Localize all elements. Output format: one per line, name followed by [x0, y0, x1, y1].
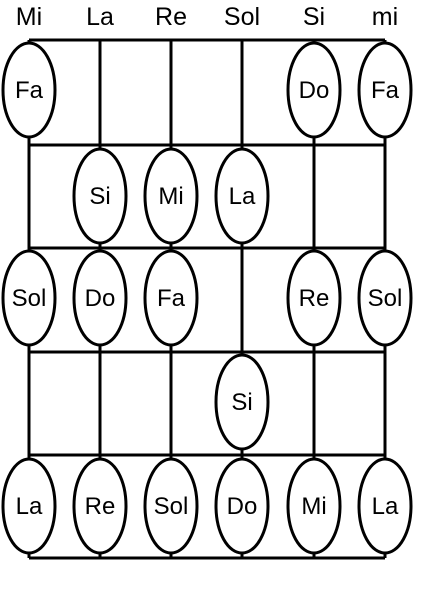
note-label: Mi — [301, 493, 326, 520]
note-label: Do — [227, 493, 258, 520]
note-label: La — [16, 493, 43, 520]
note-fret3-string3: Fa — [143, 249, 199, 347]
note-label: Si — [89, 183, 110, 210]
note-label: Sol — [154, 493, 189, 520]
note-fret3-string2: Do — [72, 249, 128, 347]
note-fret3-string6: Sol — [357, 249, 413, 347]
note-fret3-string1: Sol — [1, 249, 57, 347]
string-label-2: La — [86, 3, 114, 31]
string-labels: Mi La Re Sol Si mi — [16, 3, 398, 31]
note-label: Re — [299, 285, 330, 312]
note-ellipse — [214, 457, 270, 555]
note-label: Sol — [368, 285, 403, 312]
note-ellipse — [1, 457, 57, 555]
string-label-4: Sol — [224, 3, 260, 31]
note-fret1-string1: Fa — [1, 41, 57, 139]
note-ellipse — [214, 353, 270, 451]
note-fret1-string6: Fa — [357, 41, 413, 139]
note-label: Do — [85, 285, 116, 312]
note-ellipse — [72, 249, 128, 347]
note-fret5-string3: Sol — [143, 457, 199, 555]
note-ellipse — [72, 147, 128, 245]
note-label: Re — [85, 493, 116, 520]
string-label-1: Mi — [16, 3, 42, 31]
note-fret5-string6: La — [357, 457, 413, 555]
note-fret3-string5: Re — [286, 249, 342, 347]
note-fret2-string3: Mi — [143, 147, 199, 245]
note-label: Do — [299, 77, 330, 104]
note-ellipse — [286, 249, 342, 347]
string-label-6: mi — [372, 3, 398, 31]
note-fret5-string1: La — [1, 457, 57, 555]
note-label: La — [229, 183, 256, 210]
note-ellipse — [143, 147, 199, 245]
note-label: Mi — [158, 183, 183, 210]
note-ellipse — [143, 249, 199, 347]
note-fret2-string2: Si — [72, 147, 128, 245]
note-fret2-string4: La — [214, 147, 270, 245]
note-ellipse — [357, 457, 413, 555]
note-label: Fa — [157, 285, 186, 312]
note-label: Fa — [371, 77, 400, 104]
note-label: La — [372, 493, 399, 520]
note-label: Si — [231, 389, 252, 416]
note-ellipse — [286, 41, 342, 139]
string-label-3: Re — [155, 3, 187, 31]
note-ellipse — [286, 457, 342, 555]
note-fret4-string4: Si — [214, 353, 270, 451]
note-label: Fa — [15, 77, 44, 104]
note-ellipse — [1, 249, 57, 347]
note-fret1-string5: Do — [286, 41, 342, 139]
note-fret5-string2: Re — [72, 457, 128, 555]
note-label: Sol — [12, 285, 47, 312]
note-ellipse — [1, 41, 57, 139]
note-ellipse — [357, 41, 413, 139]
note-fret5-string4: Do — [214, 457, 270, 555]
note-ellipse — [72, 457, 128, 555]
string-label-5: Si — [303, 3, 325, 31]
note-fret5-string5: Mi — [286, 457, 342, 555]
note-ellipse — [143, 457, 199, 555]
note-ellipse — [357, 249, 413, 347]
note-ellipse — [214, 147, 270, 245]
